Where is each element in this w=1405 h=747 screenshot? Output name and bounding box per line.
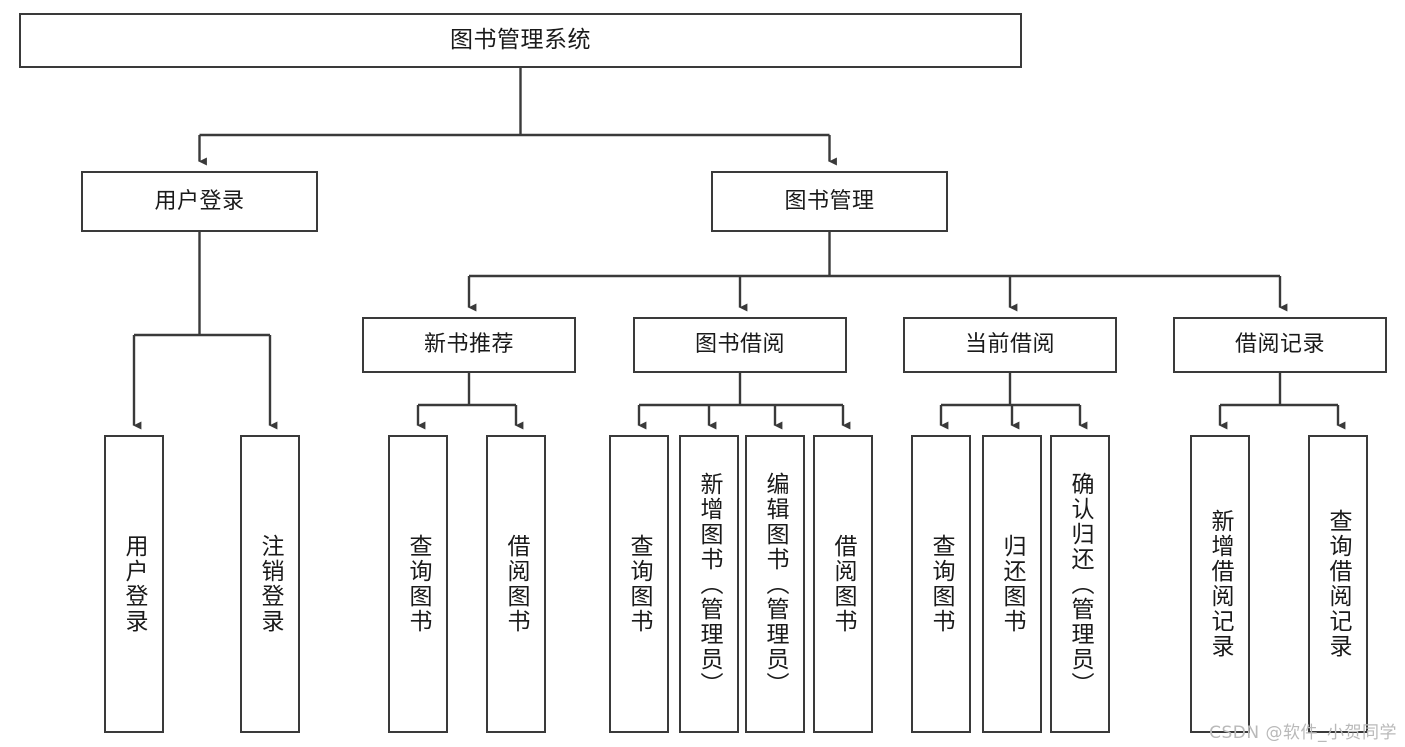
node-label: 查询图书 bbox=[405, 534, 432, 634]
node-label: 查询图书 bbox=[928, 534, 955, 634]
node-label: 新增图书（管理员） bbox=[696, 471, 723, 697]
node-label: 确认归还（管理员） bbox=[1067, 471, 1094, 697]
node-book-borrow[interactable]: 图书借阅 bbox=[633, 317, 847, 373]
node-leaf-query-book-3[interactable]: 查询图书 bbox=[911, 435, 971, 733]
node-leaf-edit-book[interactable]: 编辑图书（管理员） bbox=[745, 435, 805, 733]
node-leaf-user-login[interactable]: 用户登录 bbox=[104, 435, 164, 733]
node-label: 归还图书 bbox=[999, 534, 1026, 634]
node-label: 借阅图书 bbox=[830, 534, 857, 634]
node-leaf-add-book[interactable]: 新增图书（管理员） bbox=[679, 435, 739, 733]
node-label: 图书借阅 bbox=[694, 332, 785, 358]
node-user-login[interactable]: 用户登录 bbox=[81, 171, 318, 232]
node-label: 当前借阅 bbox=[964, 332, 1055, 358]
node-label: 用户登录 bbox=[121, 534, 148, 634]
node-new-book-rec[interactable]: 新书推荐 bbox=[362, 317, 576, 373]
node-leaf-borrow-book-2[interactable]: 借阅图书 bbox=[813, 435, 873, 733]
node-label: 注销登录 bbox=[257, 534, 284, 634]
node-label: 图书管理系统 bbox=[450, 26, 591, 53]
node-label: 用户登录 bbox=[154, 188, 245, 214]
node-leaf-query-book-1[interactable]: 查询图书 bbox=[388, 435, 448, 733]
node-label: 查询图书 bbox=[626, 534, 653, 634]
watermark-label: CSDN @软件_小贺同学 bbox=[1209, 723, 1397, 743]
node-label: 新书推荐 bbox=[423, 332, 514, 358]
node-borrow-record[interactable]: 借阅记录 bbox=[1173, 317, 1387, 373]
node-label: 借阅记录 bbox=[1234, 332, 1325, 358]
node-leaf-add-record[interactable]: 新增借阅记录 bbox=[1190, 435, 1250, 733]
node-label: 编辑图书（管理员） bbox=[762, 471, 789, 697]
node-leaf-return-book[interactable]: 归还图书 bbox=[982, 435, 1042, 733]
node-leaf-borrow-book-1[interactable]: 借阅图书 bbox=[486, 435, 546, 733]
node-label: 图书管理 bbox=[784, 188, 875, 214]
node-label: 借阅图书 bbox=[503, 534, 530, 634]
node-leaf-logout[interactable]: 注销登录 bbox=[240, 435, 300, 733]
node-label: 新增借阅记录 bbox=[1207, 509, 1234, 659]
node-leaf-query-book-2[interactable]: 查询图书 bbox=[609, 435, 669, 733]
node-book-manage[interactable]: 图书管理 bbox=[711, 171, 948, 232]
node-label: 查询借阅记录 bbox=[1325, 509, 1352, 659]
node-root[interactable]: 图书管理系统 bbox=[19, 13, 1022, 68]
node-leaf-query-record[interactable]: 查询借阅记录 bbox=[1308, 435, 1368, 733]
node-leaf-confirm-return[interactable]: 确认归还（管理员） bbox=[1050, 435, 1110, 733]
node-current-borrow[interactable]: 当前借阅 bbox=[903, 317, 1117, 373]
